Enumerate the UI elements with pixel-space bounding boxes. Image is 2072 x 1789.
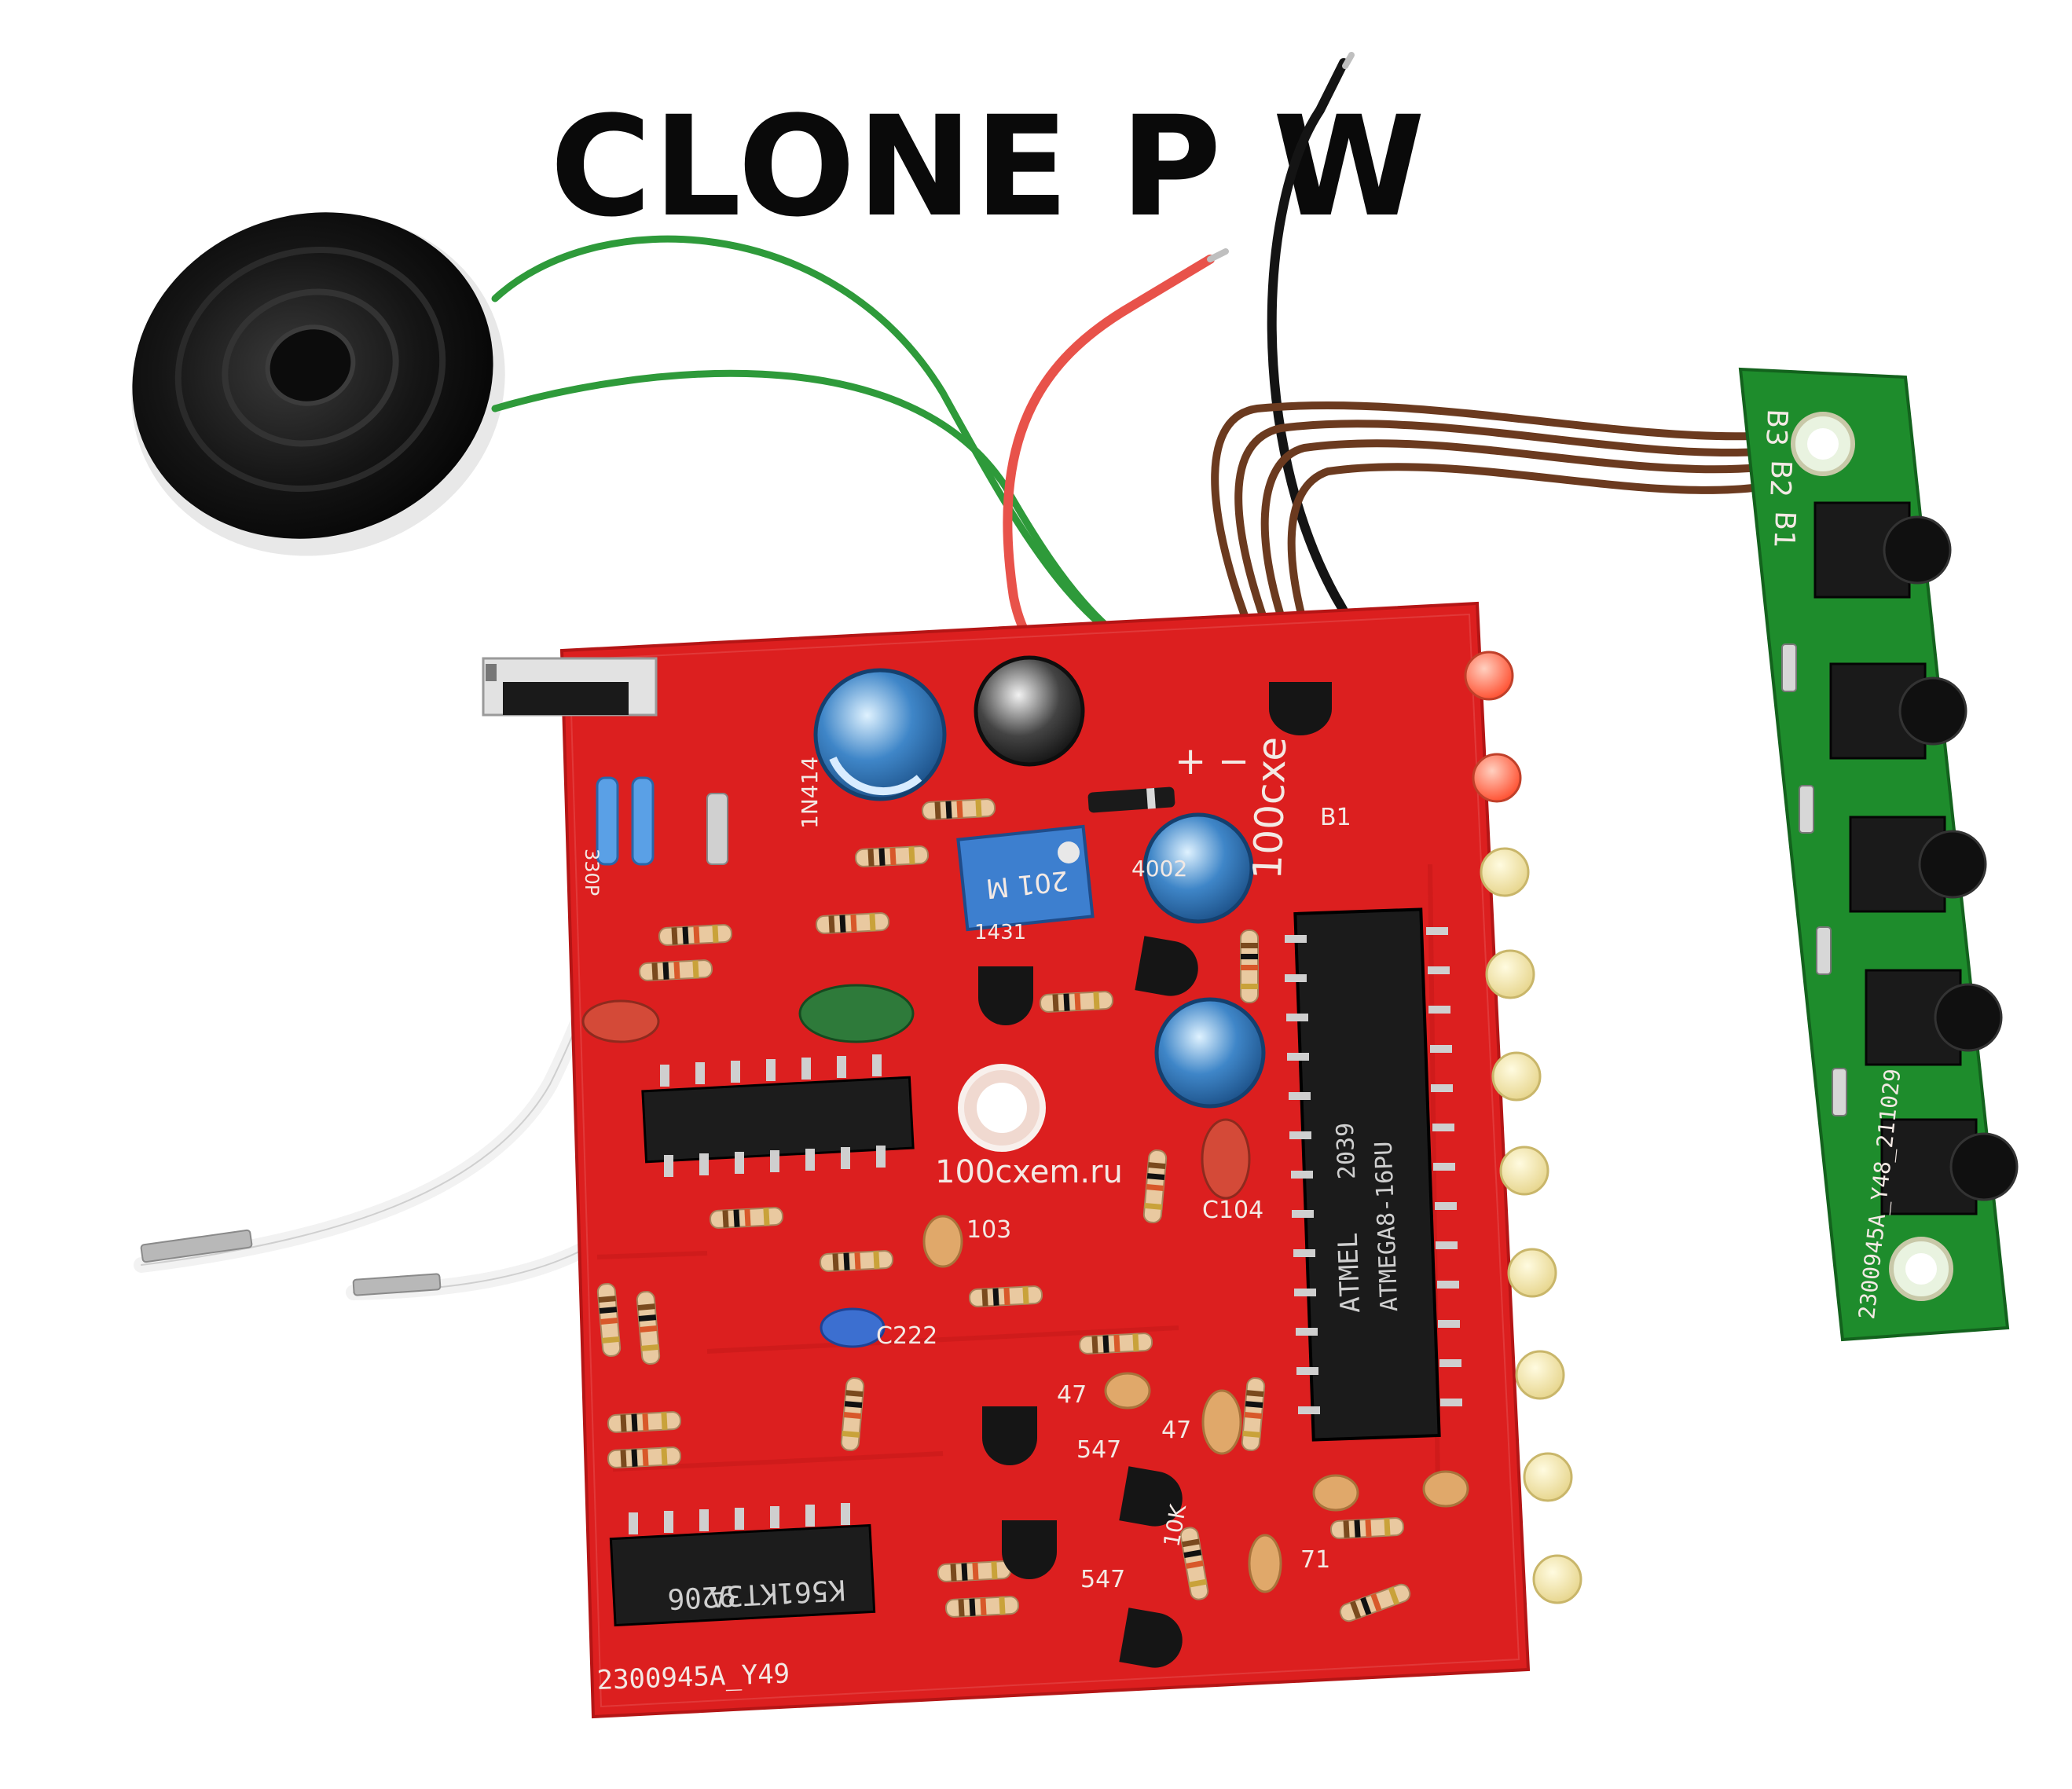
silk-547b: 547 <box>1080 1566 1125 1593</box>
led-yellow-3 <box>1491 1051 1542 1102</box>
capacitor-blue-2 <box>1142 812 1254 924</box>
led-red-1 <box>1464 651 1514 701</box>
led-yellow-7 <box>1523 1452 1573 1502</box>
button-board-label-b3: B3 <box>1759 409 1793 447</box>
silk-b1: B1 <box>1320 804 1351 831</box>
capacitor-black-1 <box>974 655 1085 767</box>
mcu-brand: ATMEL <box>1333 1232 1367 1314</box>
silk-transistor-code: 1431 <box>974 921 1026 944</box>
ic-bottom-part: K561KT3A <box>708 1573 846 1612</box>
slide-switch <box>482 657 658 717</box>
button-3 <box>1849 816 1987 913</box>
tactile-buttons <box>1813 501 2019 1215</box>
capacitor-blue-3 <box>1154 997 1266 1109</box>
silk-diode2: 4002 <box>1131 856 1187 882</box>
button-board-label-b1: B1 <box>1767 511 1801 549</box>
capacitor-film <box>798 984 915 1043</box>
led-yellow-5 <box>1507 1248 1557 1298</box>
button-4 <box>1865 969 2003 1066</box>
led-yellow-8 <box>1532 1554 1582 1604</box>
led-yellow-4 <box>1499 1146 1549 1196</box>
mounting-hole <box>958 1064 1046 1152</box>
silk-547a: 547 <box>1076 1436 1121 1464</box>
capacitor-blue-1 <box>813 668 947 801</box>
blue-resistors <box>596 776 655 866</box>
led-yellow-1 <box>1480 847 1530 897</box>
silk-330p: 330P <box>581 849 603 896</box>
silk-103: 103 <box>966 1216 1011 1244</box>
led-yellow-2 <box>1485 949 1535 999</box>
capacitor-c104 <box>1201 1118 1251 1200</box>
led-yellow-6 <box>1515 1350 1565 1400</box>
ic-bottom-date: 9206 <box>666 1579 736 1615</box>
silk-board-code: 2300945A_Y49 <box>596 1658 790 1696</box>
ic-bottom: K561KT3A 9206 <box>609 1503 876 1627</box>
mcu-date: 2039 <box>1332 1122 1362 1179</box>
button-1 <box>1813 501 1952 599</box>
mcu-chip: ATMEL 2039 ATMEGA8-16PU <box>1285 907 1462 1442</box>
speaker <box>131 212 505 556</box>
button-board: B3 B2 B1 2300945A_Y48_211029 <box>1738 367 2019 1342</box>
mcu-part: ATMEGA8-16PU <box>1370 1141 1404 1312</box>
silk-47a: 47 <box>1057 1381 1087 1409</box>
silk-minus: − <box>1218 739 1249 783</box>
button-board-label-b2: B2 <box>1763 460 1797 498</box>
button-2 <box>1829 662 1967 760</box>
silk-71: 71 <box>1300 1546 1330 1574</box>
trim-pot: 201 M <box>956 824 1095 932</box>
silk-c104: C104 <box>1202 1197 1263 1224</box>
silk-47b: 47 <box>1161 1417 1191 1444</box>
silk-diode1: 1N414 <box>797 757 823 829</box>
button-5 <box>1880 1118 2019 1215</box>
diodes <box>706 786 1175 865</box>
silk-edge-text: 100cxe <box>1245 736 1295 881</box>
capacitor-c222 <box>820 1307 886 1348</box>
button-board-diodes <box>1781 643 1847 1116</box>
wire-tips <box>140 1229 442 1296</box>
ceramic-caps <box>922 1215 1469 1593</box>
led-red-2 <box>1472 753 1522 803</box>
silk-url: 100cxem.ru <box>935 1154 1123 1190</box>
silk-c222: C222 <box>876 1322 937 1350</box>
transistors <box>978 682 1332 1668</box>
ic-top-left <box>641 1054 915 1177</box>
silk-plus: + <box>1175 739 1206 783</box>
main-silkscreen: 100cxem.ru 2300945A_Y49 100cxe + − B1 1N… <box>581 736 1351 1696</box>
button-board-holes <box>1791 412 1953 1301</box>
led-column <box>1464 651 1582 1604</box>
capacitor-red <box>581 999 660 1043</box>
